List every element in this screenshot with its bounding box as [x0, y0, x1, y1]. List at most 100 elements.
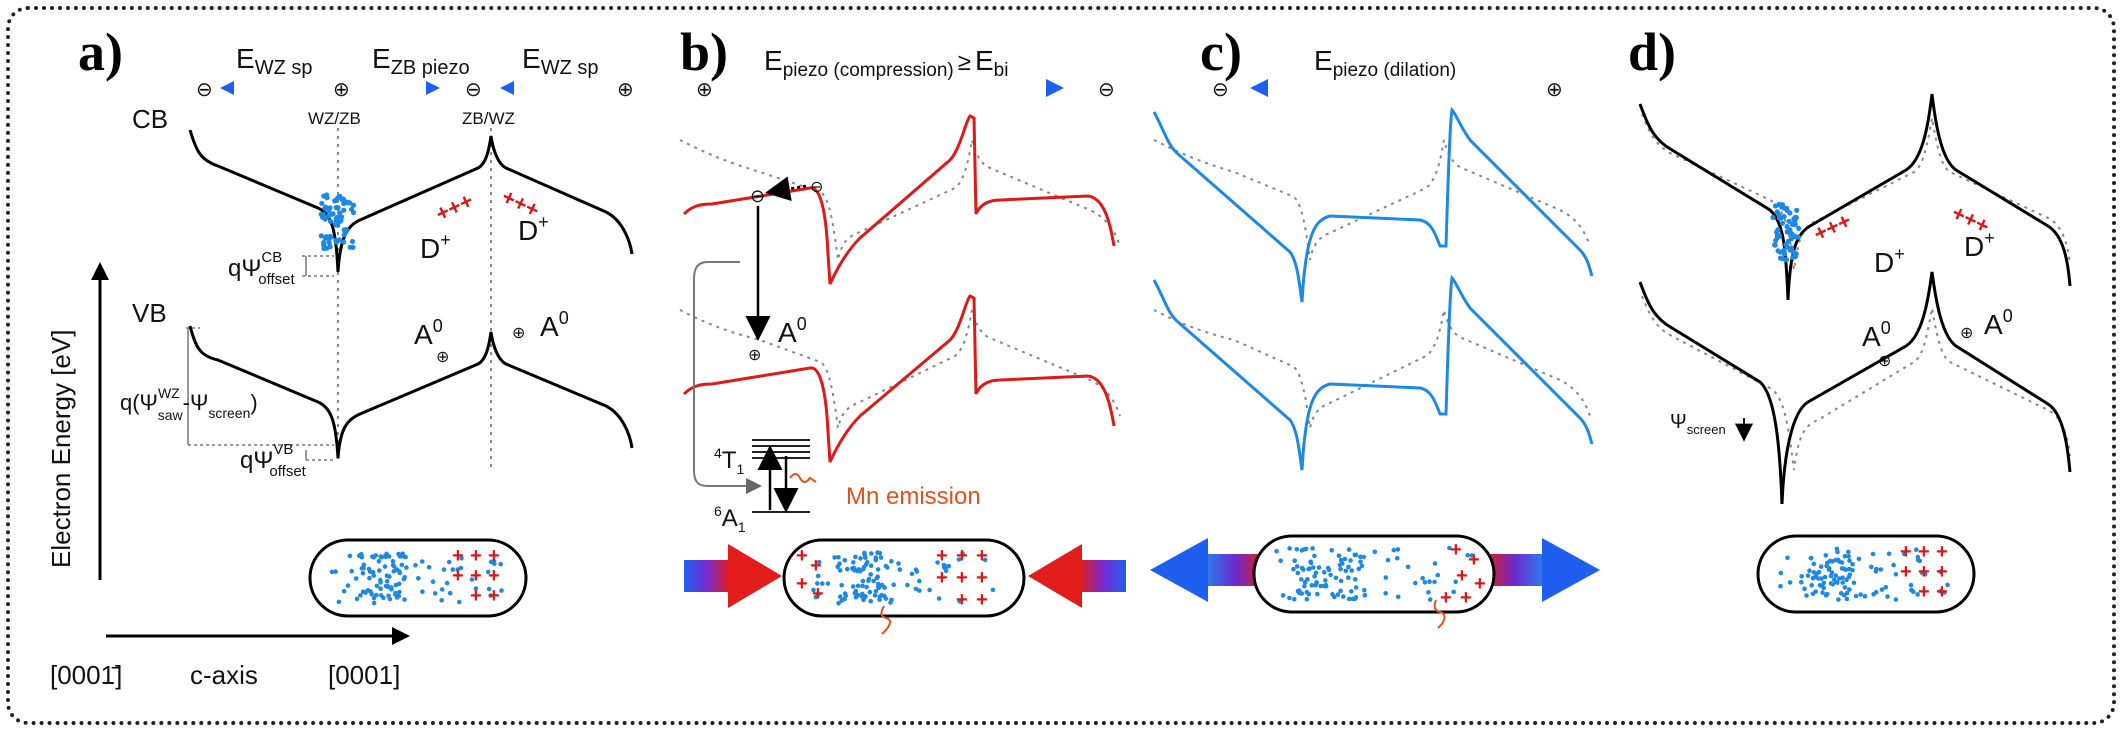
electron-dot: [325, 213, 331, 219]
electron-dot: [1850, 561, 1855, 567]
electron-dot: [1858, 592, 1863, 597]
electron-dot: [1427, 579, 1432, 584]
electron-dot: [1778, 570, 1784, 576]
electron-dot: [875, 550, 880, 555]
electron-dot: [811, 587, 816, 593]
electron-dot: [862, 550, 867, 556]
field-label-zb: EZB piezo: [372, 43, 470, 79]
electron-dot: [1815, 576, 1821, 581]
electron-dot: [879, 592, 884, 598]
electron-dot: [891, 582, 896, 587]
electron-dot: [1838, 591, 1844, 596]
electron-dot: [1291, 566, 1296, 572]
electron-dot: [337, 210, 343, 216]
electron-dot: [378, 593, 384, 598]
donor-plus: +: [1918, 581, 1930, 603]
electron-dot: [1304, 589, 1310, 595]
electron-dot: [1856, 556, 1862, 562]
electron-dot: [1469, 553, 1475, 558]
electron-dot: [1338, 578, 1344, 584]
electron-dot: [361, 562, 367, 568]
electron-dot: [326, 208, 332, 214]
electron-dot: [348, 206, 355, 212]
electron-dot: [866, 578, 871, 584]
donor-plus: +: [796, 573, 808, 595]
electron-dot: [1395, 547, 1401, 552]
electron-dot: [816, 591, 821, 597]
electron-dot: [1816, 569, 1822, 575]
valence-band-d: [1638, 271, 2072, 505]
electron-dot: [498, 561, 504, 567]
electron-dot: [1349, 589, 1354, 594]
electron-dot: [338, 217, 344, 223]
electron-dot: [857, 569, 863, 574]
donor-plus: +: [452, 545, 464, 567]
electron-dot: [1313, 570, 1319, 576]
electron-dot: [1883, 585, 1889, 590]
electron-dot: [420, 589, 425, 594]
donor-label-d: D+: [1964, 228, 1995, 262]
electron-dot: [358, 593, 363, 598]
electron-dot: [1356, 566, 1362, 572]
valence-band-c: [1152, 274, 1594, 471]
electron-dot: [333, 569, 338, 574]
electron-cluster-d: [1770, 201, 1802, 263]
electron-dot: [1353, 585, 1359, 590]
electron-dot: [1836, 597, 1841, 602]
electron-dot: [1465, 552, 1470, 558]
electron-dot: [872, 593, 878, 598]
electron-dot: [390, 559, 396, 564]
electron-dot: [382, 564, 388, 569]
donor-label-d: D+: [1874, 244, 1905, 278]
electron-dot: [349, 238, 356, 245]
vb-label: VB: [132, 298, 167, 328]
electron-dot: [946, 563, 952, 569]
conduction-band-d: [1638, 93, 2072, 301]
electron-dot: [378, 554, 383, 559]
electron-dot: [860, 583, 865, 589]
compression-arrow-left: [684, 560, 730, 592]
electron-dot: [340, 239, 347, 245]
electron-dot: [1348, 558, 1353, 563]
electron-dot: [1922, 572, 1928, 577]
electron-symbol: ⊖: [750, 186, 765, 206]
electron-dot: [327, 244, 333, 250]
electron-dot: [345, 199, 351, 205]
field-label-dilation: Epiezo (dilation): [1314, 45, 1456, 81]
donor-plus: +: [470, 565, 482, 587]
electron-dot: [1810, 575, 1816, 581]
acceptor-hole: ⊕: [512, 325, 525, 342]
electron-dot: [873, 589, 879, 594]
electron-dot: [1783, 257, 1789, 263]
electron-dot: [1775, 227, 1781, 233]
electron-dot: [1828, 581, 1834, 586]
electron-dot: [1336, 553, 1342, 558]
electron-dot: [1862, 594, 1868, 599]
electron-dot: [1346, 596, 1352, 602]
electron-dot: [1915, 554, 1921, 560]
nanowire-c-charges: ++++++: [1274, 539, 1486, 609]
electron-dot: [1817, 583, 1823, 588]
electron-dot: [1372, 549, 1378, 555]
level-6a1: 6A1: [714, 503, 746, 535]
panel-letter-b: b): [680, 22, 728, 82]
electron-dot: [1359, 563, 1365, 569]
electron-dot: [485, 569, 491, 575]
electron-dot: [935, 560, 940, 565]
electron-dot: [855, 583, 861, 589]
donor-plus: +: [1936, 561, 1948, 583]
electron-dot: [1292, 558, 1297, 563]
electron-dot: [388, 585, 394, 590]
electron-dot: [864, 584, 869, 590]
electron-dot: [334, 205, 340, 211]
electron-dot: [1361, 554, 1367, 560]
electron-dot: [1942, 590, 1947, 595]
donor-plus: +: [1456, 565, 1468, 587]
electron-dot: [905, 582, 910, 588]
valence-band-b: [682, 294, 1116, 463]
electron-dot: [365, 588, 371, 593]
electron-dot: [402, 574, 408, 580]
acceptor-hole: ⊕: [1878, 353, 1891, 370]
electron-dot: [1342, 556, 1348, 562]
acceptor-label-d: A0: [1984, 306, 2013, 340]
